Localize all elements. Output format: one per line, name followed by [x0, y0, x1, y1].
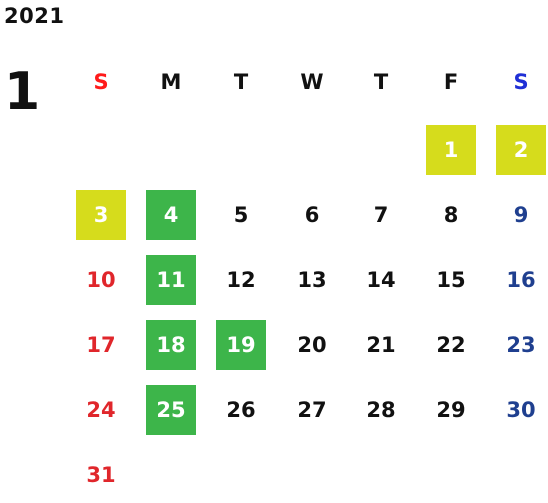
- day-cell-14[interactable]: 14: [366, 268, 396, 292]
- day-cell-22[interactable]: 22: [436, 333, 466, 357]
- day-cell-3[interactable]: 3: [76, 190, 126, 240]
- day-cell-23[interactable]: 23: [506, 333, 536, 357]
- weekday-header-sat: S: [513, 70, 529, 94]
- day-cell-18[interactable]: 18: [146, 320, 196, 370]
- day-cell-10[interactable]: 10: [86, 268, 116, 292]
- day-cell-4[interactable]: 4: [146, 190, 196, 240]
- day-cell-13[interactable]: 13: [297, 268, 327, 292]
- weekday-header-wed: W: [300, 70, 324, 94]
- weekday-header-tue: T: [233, 70, 249, 94]
- day-cell-29[interactable]: 29: [436, 398, 466, 422]
- day-cell-27[interactable]: 27: [297, 398, 327, 422]
- weekday-header-sun: S: [93, 70, 109, 94]
- day-cell-19[interactable]: 19: [216, 320, 266, 370]
- day-cell-8[interactable]: 8: [443, 203, 459, 227]
- day-cell-7[interactable]: 7: [373, 203, 389, 227]
- day-cell-25[interactable]: 25: [146, 385, 196, 435]
- day-cell-12[interactable]: 12: [226, 268, 256, 292]
- day-cell-24[interactable]: 24: [86, 398, 116, 422]
- year-label: 2021: [4, 4, 65, 28]
- day-cell-30[interactable]: 30: [506, 398, 536, 422]
- weekday-header-thu: T: [373, 70, 389, 94]
- day-cell-9[interactable]: 9: [513, 203, 529, 227]
- day-cell-21[interactable]: 21: [366, 333, 396, 357]
- day-cell-11[interactable]: 11: [146, 255, 196, 305]
- day-cell-17[interactable]: 17: [86, 333, 116, 357]
- month-number: 1: [4, 62, 41, 122]
- weekday-header-mon: M: [160, 70, 182, 94]
- day-cell-6[interactable]: 6: [304, 203, 320, 227]
- day-cell-2[interactable]: 2: [496, 125, 546, 175]
- day-cell-15[interactable]: 15: [436, 268, 466, 292]
- day-cell-28[interactable]: 28: [366, 398, 396, 422]
- day-cell-20[interactable]: 20: [297, 333, 327, 357]
- day-cell-26[interactable]: 26: [226, 398, 256, 422]
- day-cell-5[interactable]: 5: [233, 203, 249, 227]
- day-cell-1[interactable]: 1: [426, 125, 476, 175]
- day-cell-31[interactable]: 31: [86, 463, 116, 487]
- weekday-header-fri: F: [443, 70, 459, 94]
- day-cell-16[interactable]: 16: [506, 268, 536, 292]
